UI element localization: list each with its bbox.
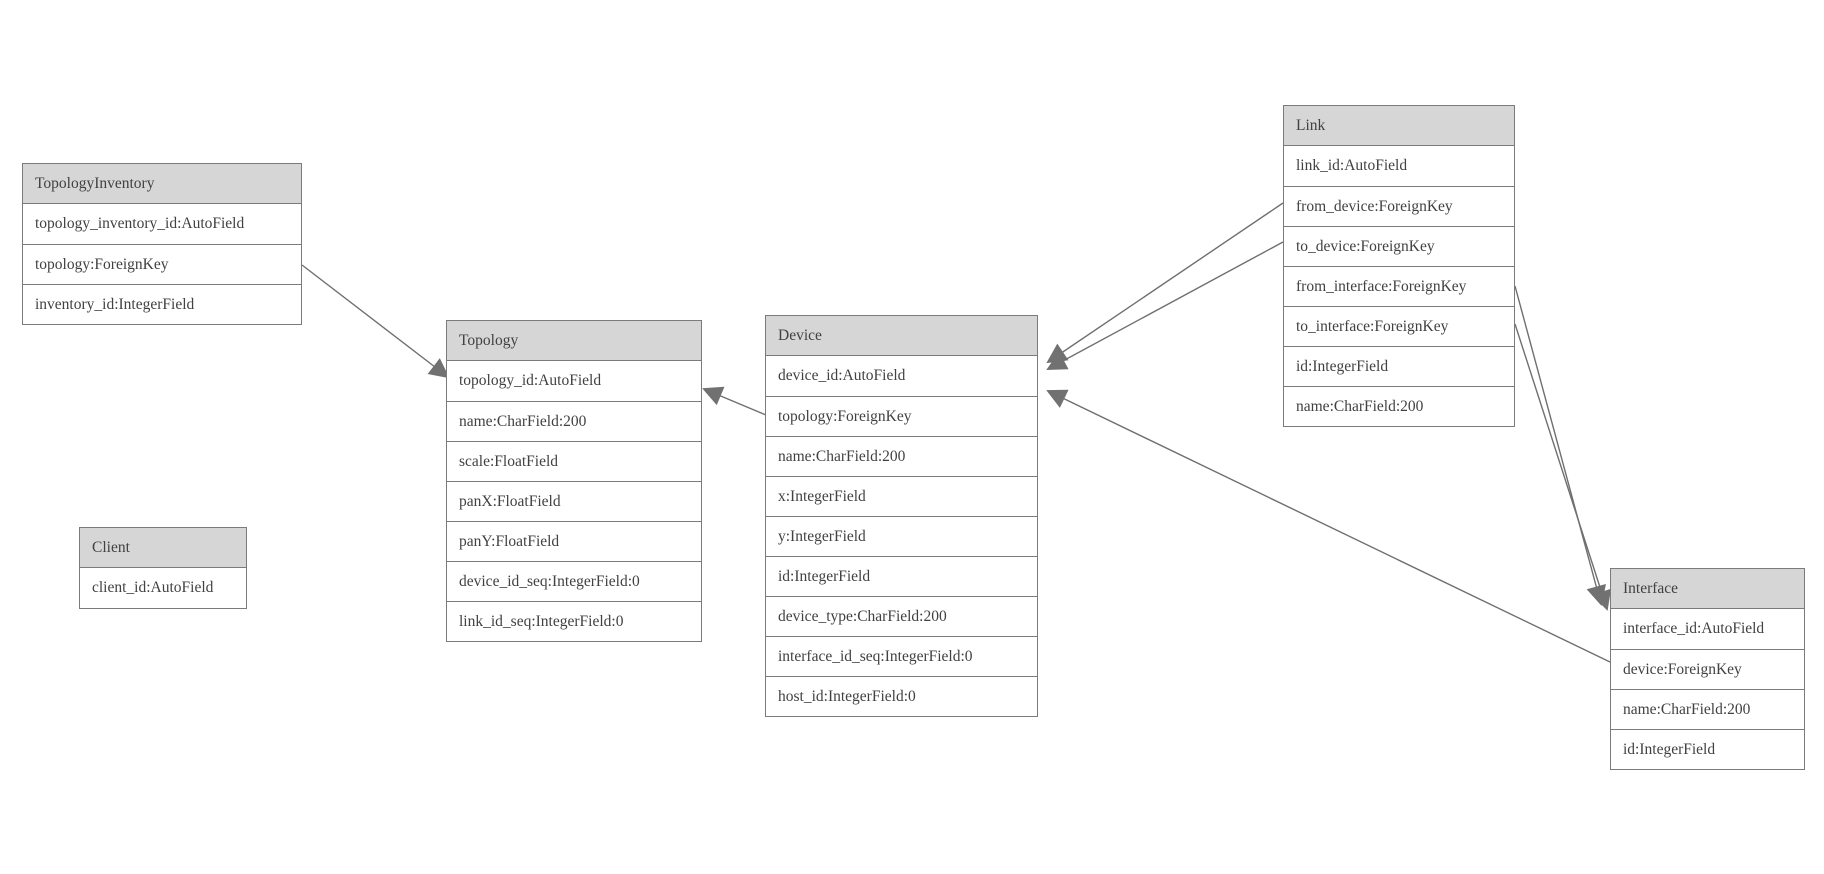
entity-link-field-0: link_id:AutoField bbox=[1284, 146, 1514, 186]
entity-device-field-6: device_type:CharField:200 bbox=[766, 596, 1037, 636]
relationship-link-from_interface-to-interface bbox=[1514, 285, 1606, 606]
entity-device-field-4: y:IntegerField bbox=[766, 516, 1037, 556]
entity-interface-field-2: name:CharField:200 bbox=[1611, 689, 1804, 729]
entity-device-field-2: name:CharField:200 bbox=[766, 436, 1037, 476]
entity-topology-field-0: topology_id:AutoField bbox=[447, 361, 701, 401]
entity-interface-field-1: device:ForeignKey bbox=[1611, 649, 1804, 689]
entity-device-title: Device bbox=[766, 316, 1037, 356]
entity-link-field-4: to_interface:ForeignKey bbox=[1284, 306, 1514, 346]
entity-link-field-6: name:CharField:200 bbox=[1284, 386, 1514, 426]
entity-topology-field-2: scale:FloatField bbox=[447, 441, 701, 481]
entity-topology-inventory-field-0: topology_inventory_id:AutoField bbox=[23, 204, 301, 244]
entity-topology-inventory-field-1: topology:ForeignKey bbox=[23, 244, 301, 284]
entity-device-field-5: id:IntegerField bbox=[766, 556, 1037, 596]
relationship-interface-device-to-device bbox=[1046, 389, 1611, 663]
entity-interface-field-3: id:IntegerField bbox=[1611, 729, 1804, 769]
relationship-link-from_device-to-device bbox=[1046, 202, 1284, 364]
entity-client-title: Client bbox=[80, 528, 246, 568]
relationship-link-to_device-to-device bbox=[1046, 241, 1284, 370]
entity-device-field-3: x:IntegerField bbox=[766, 476, 1037, 516]
entity-topology-inventory-title: TopologyInventory bbox=[23, 164, 301, 204]
entity-interface-title: Interface bbox=[1611, 569, 1804, 609]
relationship-link-to_interface-to-interface bbox=[1514, 323, 1611, 611]
entity-device-field-0: device_id:AutoField bbox=[766, 356, 1037, 396]
entity-topology-field-5: device_id_seq:IntegerField:0 bbox=[447, 561, 701, 601]
relationship-topologyinventory-topology-to-topology bbox=[301, 264, 450, 379]
entity-device-field-1: topology:ForeignKey bbox=[766, 396, 1037, 436]
entity-link-field-3: from_interface:ForeignKey bbox=[1284, 266, 1514, 306]
relationship-device-topology-to-topology bbox=[702, 386, 767, 416]
entity-topology-field-3: panX:FloatField bbox=[447, 481, 701, 521]
entity-device-field-7: interface_id_seq:IntegerField:0 bbox=[766, 636, 1037, 676]
entity-topology-field-1: name:CharField:200 bbox=[447, 401, 701, 441]
entity-link-field-5: id:IntegerField bbox=[1284, 346, 1514, 386]
entity-interface-field-0: interface_id:AutoField bbox=[1611, 609, 1804, 649]
entity-topology-title: Topology bbox=[447, 321, 701, 361]
entity-topology-inventory-field-2: inventory_id:IntegerField bbox=[23, 284, 301, 324]
entity-link-title: Link bbox=[1284, 106, 1514, 146]
entity-device-field-8: host_id:IntegerField:0 bbox=[766, 676, 1037, 716]
entity-link-field-1: from_device:ForeignKey bbox=[1284, 186, 1514, 226]
entity-topology-field-4: panY:FloatField bbox=[447, 521, 701, 561]
entity-link-field-2: to_device:ForeignKey bbox=[1284, 226, 1514, 266]
entity-client-field-0: client_id:AutoField bbox=[80, 568, 246, 608]
entity-topology-field-6: link_id_seq:IntegerField:0 bbox=[447, 601, 701, 641]
